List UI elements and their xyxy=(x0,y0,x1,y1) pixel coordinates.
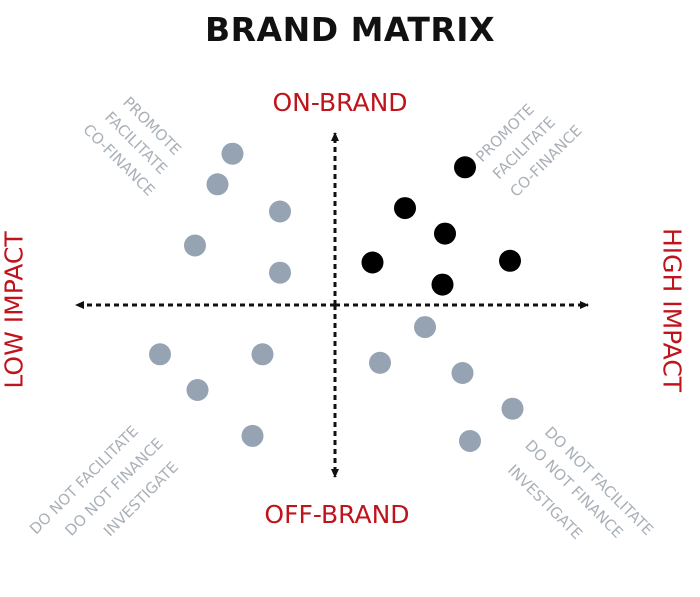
data-point-gray xyxy=(149,343,171,366)
data-point-black xyxy=(454,156,476,179)
data-point-black xyxy=(499,249,521,272)
data-point-gray xyxy=(451,362,474,384)
data-point-black xyxy=(434,222,456,245)
data-point-gray xyxy=(221,142,244,165)
data-point-black xyxy=(394,197,416,220)
data-point-gray xyxy=(241,424,264,447)
page-title: BRAND MATRIX xyxy=(204,10,496,49)
data-point-gray xyxy=(186,379,209,401)
axis-label-high-impact: HIGH IMPACT xyxy=(657,227,687,393)
data-point-gray xyxy=(369,351,391,374)
data-point-gray xyxy=(251,343,274,366)
data-point-gray xyxy=(184,234,206,257)
data-point-gray xyxy=(269,200,291,223)
axis-label-low-impact: LOW IMPACT xyxy=(0,231,29,389)
data-point-black xyxy=(361,251,384,274)
data-point-gray xyxy=(459,430,481,452)
data-point-gray xyxy=(206,173,229,196)
data-point-gray xyxy=(501,397,524,420)
data-point-gray xyxy=(269,261,291,284)
data-point-gray xyxy=(414,316,436,339)
axis-label-on-brand: ON-BRAND xyxy=(272,88,408,117)
data-point-black xyxy=(431,273,454,296)
axis-label-off-brand: OFF-BRAND xyxy=(264,500,410,529)
